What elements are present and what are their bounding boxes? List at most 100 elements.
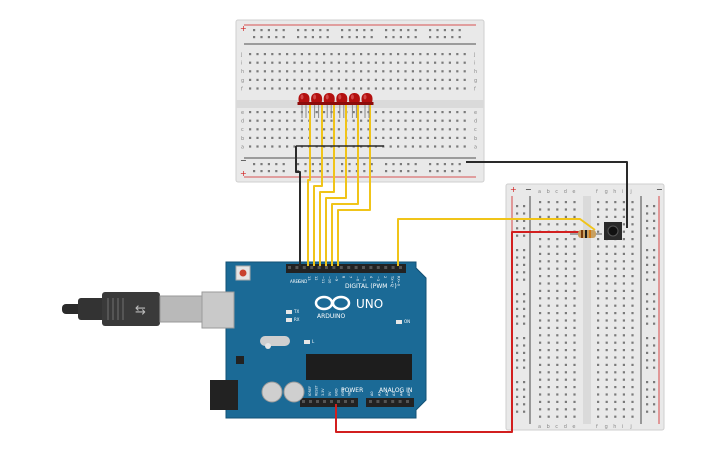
wire-pin12-yellow[interactable] (313, 104, 323, 266)
col-letter: g (605, 424, 608, 430)
digital-pin-label: 2 (383, 276, 387, 278)
digital-pin-label: RX←0 (397, 276, 401, 286)
digital-pin-label: 8 (342, 276, 346, 278)
usb-port (201, 291, 235, 329)
power-pin-label: Vin (348, 391, 352, 396)
row-letter: f (241, 86, 243, 92)
col-letter: e (572, 189, 575, 195)
side-minus-label-right: − (656, 185, 663, 194)
col-letter: f (596, 189, 598, 195)
red-led[interactable] (322, 93, 336, 118)
row-letter: j (473, 52, 475, 58)
top-breadboard-holes (249, 29, 466, 173)
analog-section-label: ANALOG IN (379, 387, 412, 394)
col-letter: i (622, 189, 623, 195)
col-letter: d (564, 189, 567, 195)
digital-pin-label: ~5 (362, 276, 366, 281)
row-letter: e (474, 110, 477, 116)
l-led-label: L (312, 339, 315, 344)
analog-pin-label: A5 (407, 391, 411, 396)
red-led[interactable] (297, 93, 311, 118)
wire-pin2-yellow[interactable] (397, 218, 596, 266)
digital-pin-label: ~11 (321, 276, 325, 283)
col-letter: a (538, 189, 541, 195)
row-letter: a (241, 144, 244, 150)
on-led-label: ON (404, 319, 410, 324)
digital-header (286, 264, 406, 273)
power-pin-label: RESET (315, 384, 319, 396)
col-letter: g (605, 189, 608, 195)
row-letter: e (241, 110, 244, 116)
side-minus-label: − (525, 185, 532, 194)
wire-pin8-yellow[interactable] (337, 104, 371, 266)
digital-pin-label: ~10 (328, 276, 332, 283)
aref-label: AREF (290, 279, 301, 284)
push-button[interactable] (604, 222, 622, 240)
wire-gnd-black[interactable] (295, 146, 301, 266)
wire-5v-red[interactable] (335, 231, 582, 433)
row-letter: j (240, 52, 242, 58)
wire-pin13-yellow[interactable] (307, 104, 311, 266)
col-letter: c (555, 424, 558, 430)
power-pin-label: GND (341, 388, 345, 396)
analog-pin-label: A4 (400, 391, 404, 396)
digital-pin-label: ~6 (355, 276, 359, 281)
power-jack (210, 380, 238, 410)
row-letter: d (474, 119, 477, 125)
red-led[interactable] (335, 93, 349, 118)
wires (295, 104, 628, 433)
analog-pin-label: A3 (392, 391, 396, 396)
capacitor-1 (261, 381, 283, 403)
rx-led-label: RX (294, 317, 300, 322)
col-letter: b (547, 424, 550, 430)
red-led[interactable] (360, 93, 374, 118)
red-led[interactable] (310, 93, 324, 118)
capacitor-2 (283, 381, 305, 403)
col-letter: h (613, 189, 616, 195)
digital-pin-label: 12 (314, 276, 318, 280)
row-letter: i (241, 61, 242, 67)
col-letter: b (547, 189, 550, 195)
wire-pin9-yellow[interactable] (331, 104, 359, 266)
wire-pin10-yellow[interactable] (325, 104, 347, 266)
red-led[interactable] (347, 93, 361, 118)
top-plus-label-bottom: + (240, 169, 247, 178)
digital-pin-label: 13 (307, 276, 311, 280)
col-letter: d (564, 424, 567, 430)
row-letter: a (474, 144, 477, 150)
wire-pin11-yellow[interactable] (319, 104, 335, 266)
col-letter: i (622, 424, 623, 430)
col-letter: h (613, 424, 616, 430)
digital-pin-label: TX→1 (390, 275, 394, 286)
power-pin-label: 5V (328, 391, 332, 396)
usb-cable[interactable]: ⇆ (62, 292, 203, 326)
arduino-logo-icon (314, 295, 351, 311)
col-letter: f (596, 424, 598, 430)
digital-pin-label: 4 (369, 276, 373, 279)
crystal (260, 336, 290, 346)
row-letter: c (241, 127, 244, 133)
digital-pwm-label: DIGITAL (PWM ~) (345, 283, 397, 290)
digital-pin-label: 7 (348, 276, 352, 278)
led-array (297, 93, 374, 118)
row-letter: f (474, 86, 476, 92)
wire-button-gnd-black[interactable] (466, 161, 628, 228)
pulldown-resistor[interactable] (570, 230, 602, 238)
col-letter: c (555, 189, 558, 195)
usb-symbol-icon: ⇆ (135, 303, 146, 318)
header-pin-holes (288, 266, 409, 403)
analog-header (366, 398, 414, 407)
arduino-uno-board[interactable]: ARDUINO UNO DIGITAL (PWM ~) POWER ANALOG… (201, 261, 427, 419)
gnd-label: GND (298, 279, 307, 284)
power-pin-label: GND (334, 388, 338, 396)
row-letter: d (241, 119, 244, 125)
digital-pin-label: ~3 (376, 276, 380, 281)
tx-led-label: TX (293, 309, 299, 314)
